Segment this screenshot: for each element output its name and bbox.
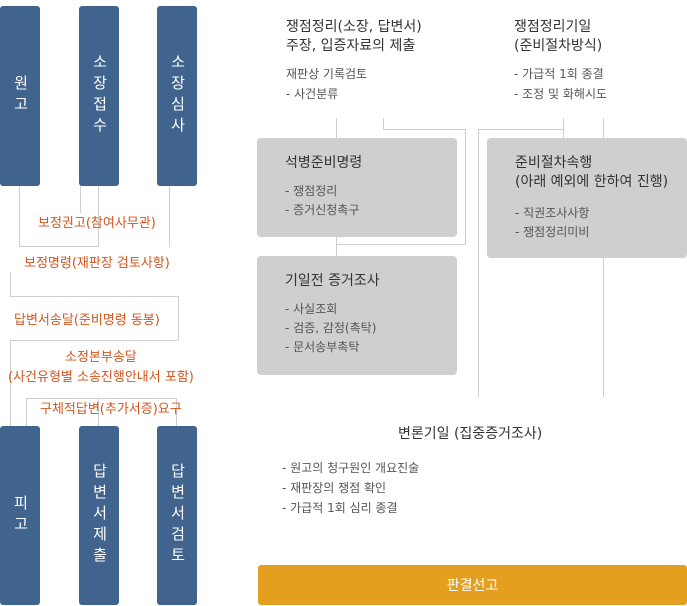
issue-hearing-title-line2: (준비절차방식) (514, 38, 603, 54)
list-item: - 사실조회 (285, 302, 338, 316)
connector (169, 185, 170, 247)
connector (176, 398, 177, 426)
list-item: - 쟁점정리 (285, 184, 338, 198)
answer-submit-label: 답변서제출 (90, 463, 109, 568)
connector (465, 129, 466, 244)
preparation-order-items: - 쟁점정리 - 증거신청촉구 (285, 182, 359, 220)
defendant-label: 피고 (11, 494, 30, 537)
connector (19, 185, 20, 247)
connector (178, 296, 179, 340)
answer-review-label: 답변서검토 (168, 463, 187, 568)
issue-arrangement-title-line2: 주장, 입증자료의 제출 (286, 38, 416, 54)
connector (478, 129, 564, 130)
complaint-receipt-box: 소장접수 (79, 6, 119, 186)
connector (10, 340, 11, 426)
step-complaint-service-note: (사건유형별 소송진행안내서 포함) (8, 370, 194, 385)
list-item: - 조정 및 화해시도 (514, 87, 608, 101)
preparation-order-box: 석병준비명령 - 쟁점정리 - 증거신청촉구 (257, 138, 457, 237)
step-correction-advice: 보정권고(참여사무관) (38, 216, 156, 231)
list-item: - 재판장의 쟁점 확인 (282, 481, 387, 495)
complaint-review-label: 소장심사 (168, 54, 187, 138)
complaint-receipt-label: 소장접수 (90, 54, 109, 138)
list-item: - 증거신청촉구 (285, 203, 360, 217)
preparation-order-title: 석병준비명령 (285, 155, 363, 171)
preparation-continuation-items: - 직권조사사항 - 쟁점정리미비 (515, 204, 589, 242)
issue-hearing-items: - 가급적 1회 종결 - 조정 및 화해시도 (514, 64, 607, 104)
connector (478, 129, 479, 397)
connector (563, 118, 564, 138)
connector (336, 237, 337, 256)
defendant-box: 피고 (0, 426, 40, 605)
list-item: - 쟁점정리미비 (515, 225, 590, 239)
connector (26, 398, 176, 399)
connector (10, 296, 178, 297)
connector (19, 246, 98, 247)
connector (10, 340, 178, 341)
complaint-review-box: 소장심사 (157, 6, 197, 186)
list-item: - 가급적 1회 종결 (514, 67, 604, 81)
issue-arrangement-items: 재판상 기록검토 - 사건분류 (286, 64, 367, 104)
list-item: - 문서송부촉탁 (285, 340, 360, 354)
list-item: - 사건분류 (286, 87, 339, 101)
issue-hearing-title: 쟁점정리기일 (준비절차방식) (514, 18, 602, 56)
plaintiff-box: 원고 (0, 6, 40, 186)
step-answer-service: 답변서송달(준비명령 동봉) (14, 313, 160, 328)
list-item: - 직권조사사항 (515, 206, 590, 220)
connector (336, 118, 337, 138)
issue-hearing-title-line1: 쟁점정리기일 (514, 19, 592, 35)
connector (98, 398, 99, 426)
step-complaint-service: 소정본부송달 (65, 350, 137, 365)
preparation-continuation-title: 준비절차속행 (아래 예외에 한하여 진행) (515, 154, 668, 192)
preparation-continuation-title-line1: 준비절차속행 (515, 155, 593, 171)
pre-hearing-evidence-items: - 사실조회 - 검증, 감정(촉탁) - 문서송부촉탁 (285, 300, 376, 357)
list-item: - 가급적 1회 심리 종결 (282, 501, 398, 515)
step-detailed-answer-request: 구체적답변(추가서증)요구 (40, 402, 182, 417)
pre-hearing-evidence-box: 기일전 증거조사 - 사실조회 - 검증, 감정(촉탁) - 문서송부촉탁 (257, 256, 457, 375)
list-item: 재판상 기록검토 (286, 67, 368, 81)
plaintiff-label: 원고 (11, 75, 30, 117)
judgment-bar: 판결선고 (258, 565, 687, 605)
hearing-title: 변론기일 (집중증거조사) (398, 426, 543, 442)
judgment-label: 판결선고 (446, 578, 499, 594)
issue-arrangement-title-line1: 쟁점정리(소장, 답변서) (286, 19, 422, 35)
step-correction-order: 보정명령(재판장 검토사항) (24, 256, 170, 271)
hearing-items: - 원고의 청구원인 개요진술 - 재판장의 쟁점 확인 - 가급적 1회 심리… (282, 458, 419, 518)
preparation-continuation-box: 준비절차속행 (아래 예외에 한하여 진행) - 직권조사사항 - 쟁점정리미비 (487, 138, 687, 258)
list-item: - 원고의 청구원인 개요진술 (282, 461, 420, 475)
preparation-continuation-title-line2: (아래 예외에 한하여 진행) (515, 174, 669, 190)
connector (383, 129, 465, 130)
connector (80, 185, 81, 213)
answer-review-box: 답변서검토 (157, 426, 197, 605)
issue-arrangement-title: 쟁점정리(소장, 답변서) 주장, 입증자료의 제출 (286, 18, 422, 56)
connector (383, 118, 384, 130)
list-item: - 검증, 감정(촉탁) (285, 321, 377, 335)
connector (10, 272, 11, 296)
connector (26, 398, 27, 426)
pre-hearing-evidence-title: 기일전 증거조사 (285, 273, 380, 289)
connector (336, 244, 466, 245)
answer-submit-box: 답변서제출 (79, 426, 119, 605)
connector (98, 185, 99, 247)
